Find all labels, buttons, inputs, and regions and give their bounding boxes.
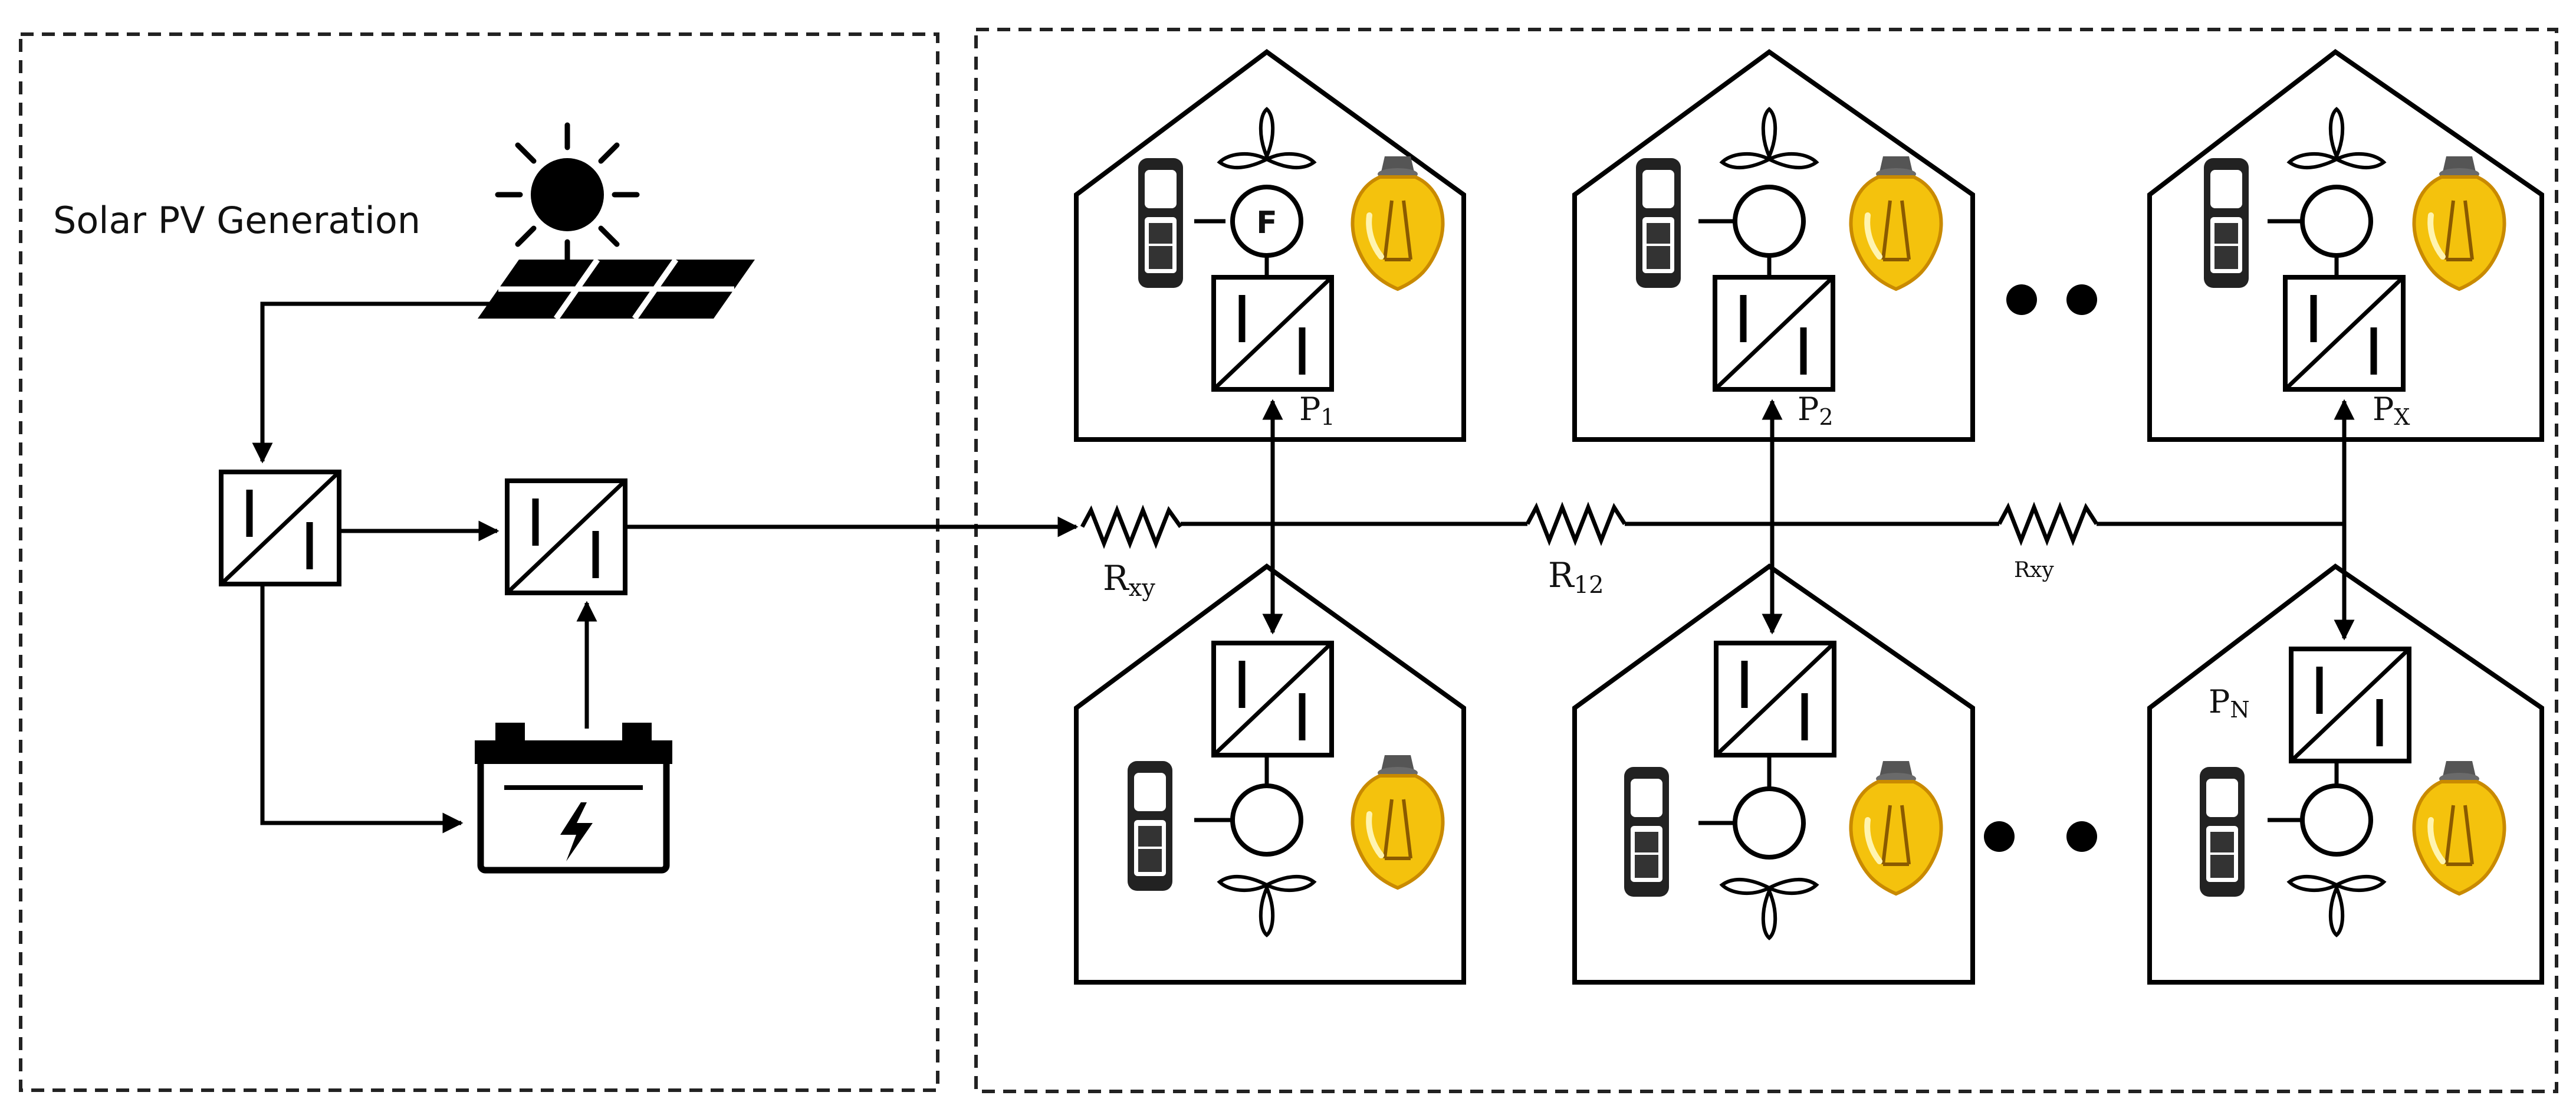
house-top-x: PX (2147, 49, 2544, 442)
phone-icon (1128, 761, 1172, 891)
battery-charge-line (260, 584, 464, 834)
ellipsis-dot (2006, 284, 2037, 315)
power-label-pn: PN (2209, 683, 2250, 723)
house-top-1: F P1 (1074, 49, 1466, 442)
solar-panel-icon (478, 258, 755, 320)
resistor-icon (1080, 504, 1182, 549)
output-converter (507, 481, 625, 593)
resistor-icon (1997, 501, 2098, 546)
solar-title: Solar PV Generation (53, 199, 420, 242)
battery-icon (475, 723, 672, 874)
ellipsis-dot (2066, 284, 2097, 315)
sun-icon (495, 122, 640, 267)
pv-feed-line (252, 301, 498, 464)
ellipsis-dot (2066, 821, 2097, 852)
resistor-label-r12: R12 (1548, 555, 1604, 599)
phone-icon (2200, 767, 2245, 897)
house-bottom-1 (1074, 563, 1466, 985)
house-bottom-n: PN (2147, 563, 2544, 985)
phone-icon (1138, 158, 1183, 288)
house-bottom-2 (1572, 563, 1975, 985)
resistor-label-rxy: Rxy (1103, 558, 1155, 602)
pv-converter (221, 472, 339, 584)
generation-boundary (19, 32, 939, 1092)
power-label-px: PX (2373, 391, 2410, 430)
community-boundary (974, 28, 2558, 1093)
ellipsis-dot (1984, 821, 2015, 852)
phone-icon (2204, 158, 2249, 288)
phone-icon (1636, 158, 1681, 288)
phone-icon (1624, 767, 1669, 897)
resistor-icon (1525, 501, 1627, 546)
power-label-p2: P2 (1798, 391, 1834, 430)
house-top-2: P2 (1572, 49, 1975, 442)
resistor-label-rxy2: Rxy (2014, 558, 2054, 582)
fan-letter: F (1256, 205, 1277, 241)
power-label-p1: P1 (1299, 391, 1335, 430)
